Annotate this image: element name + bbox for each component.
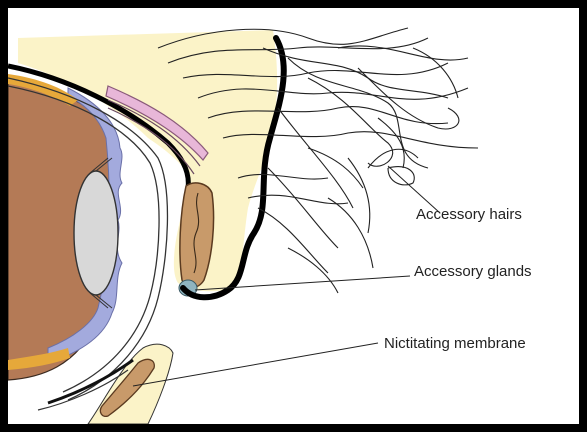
lens xyxy=(74,171,118,295)
label-accessory-glands: Accessory glands xyxy=(414,263,532,280)
label-accessory-hairs: Accessory hairs xyxy=(416,206,522,223)
eyelid-diagram: Accessory hairs Accessory glands Nictita… xyxy=(8,8,579,424)
label-nictitating-membrane: Nictitating membrane xyxy=(384,335,526,352)
